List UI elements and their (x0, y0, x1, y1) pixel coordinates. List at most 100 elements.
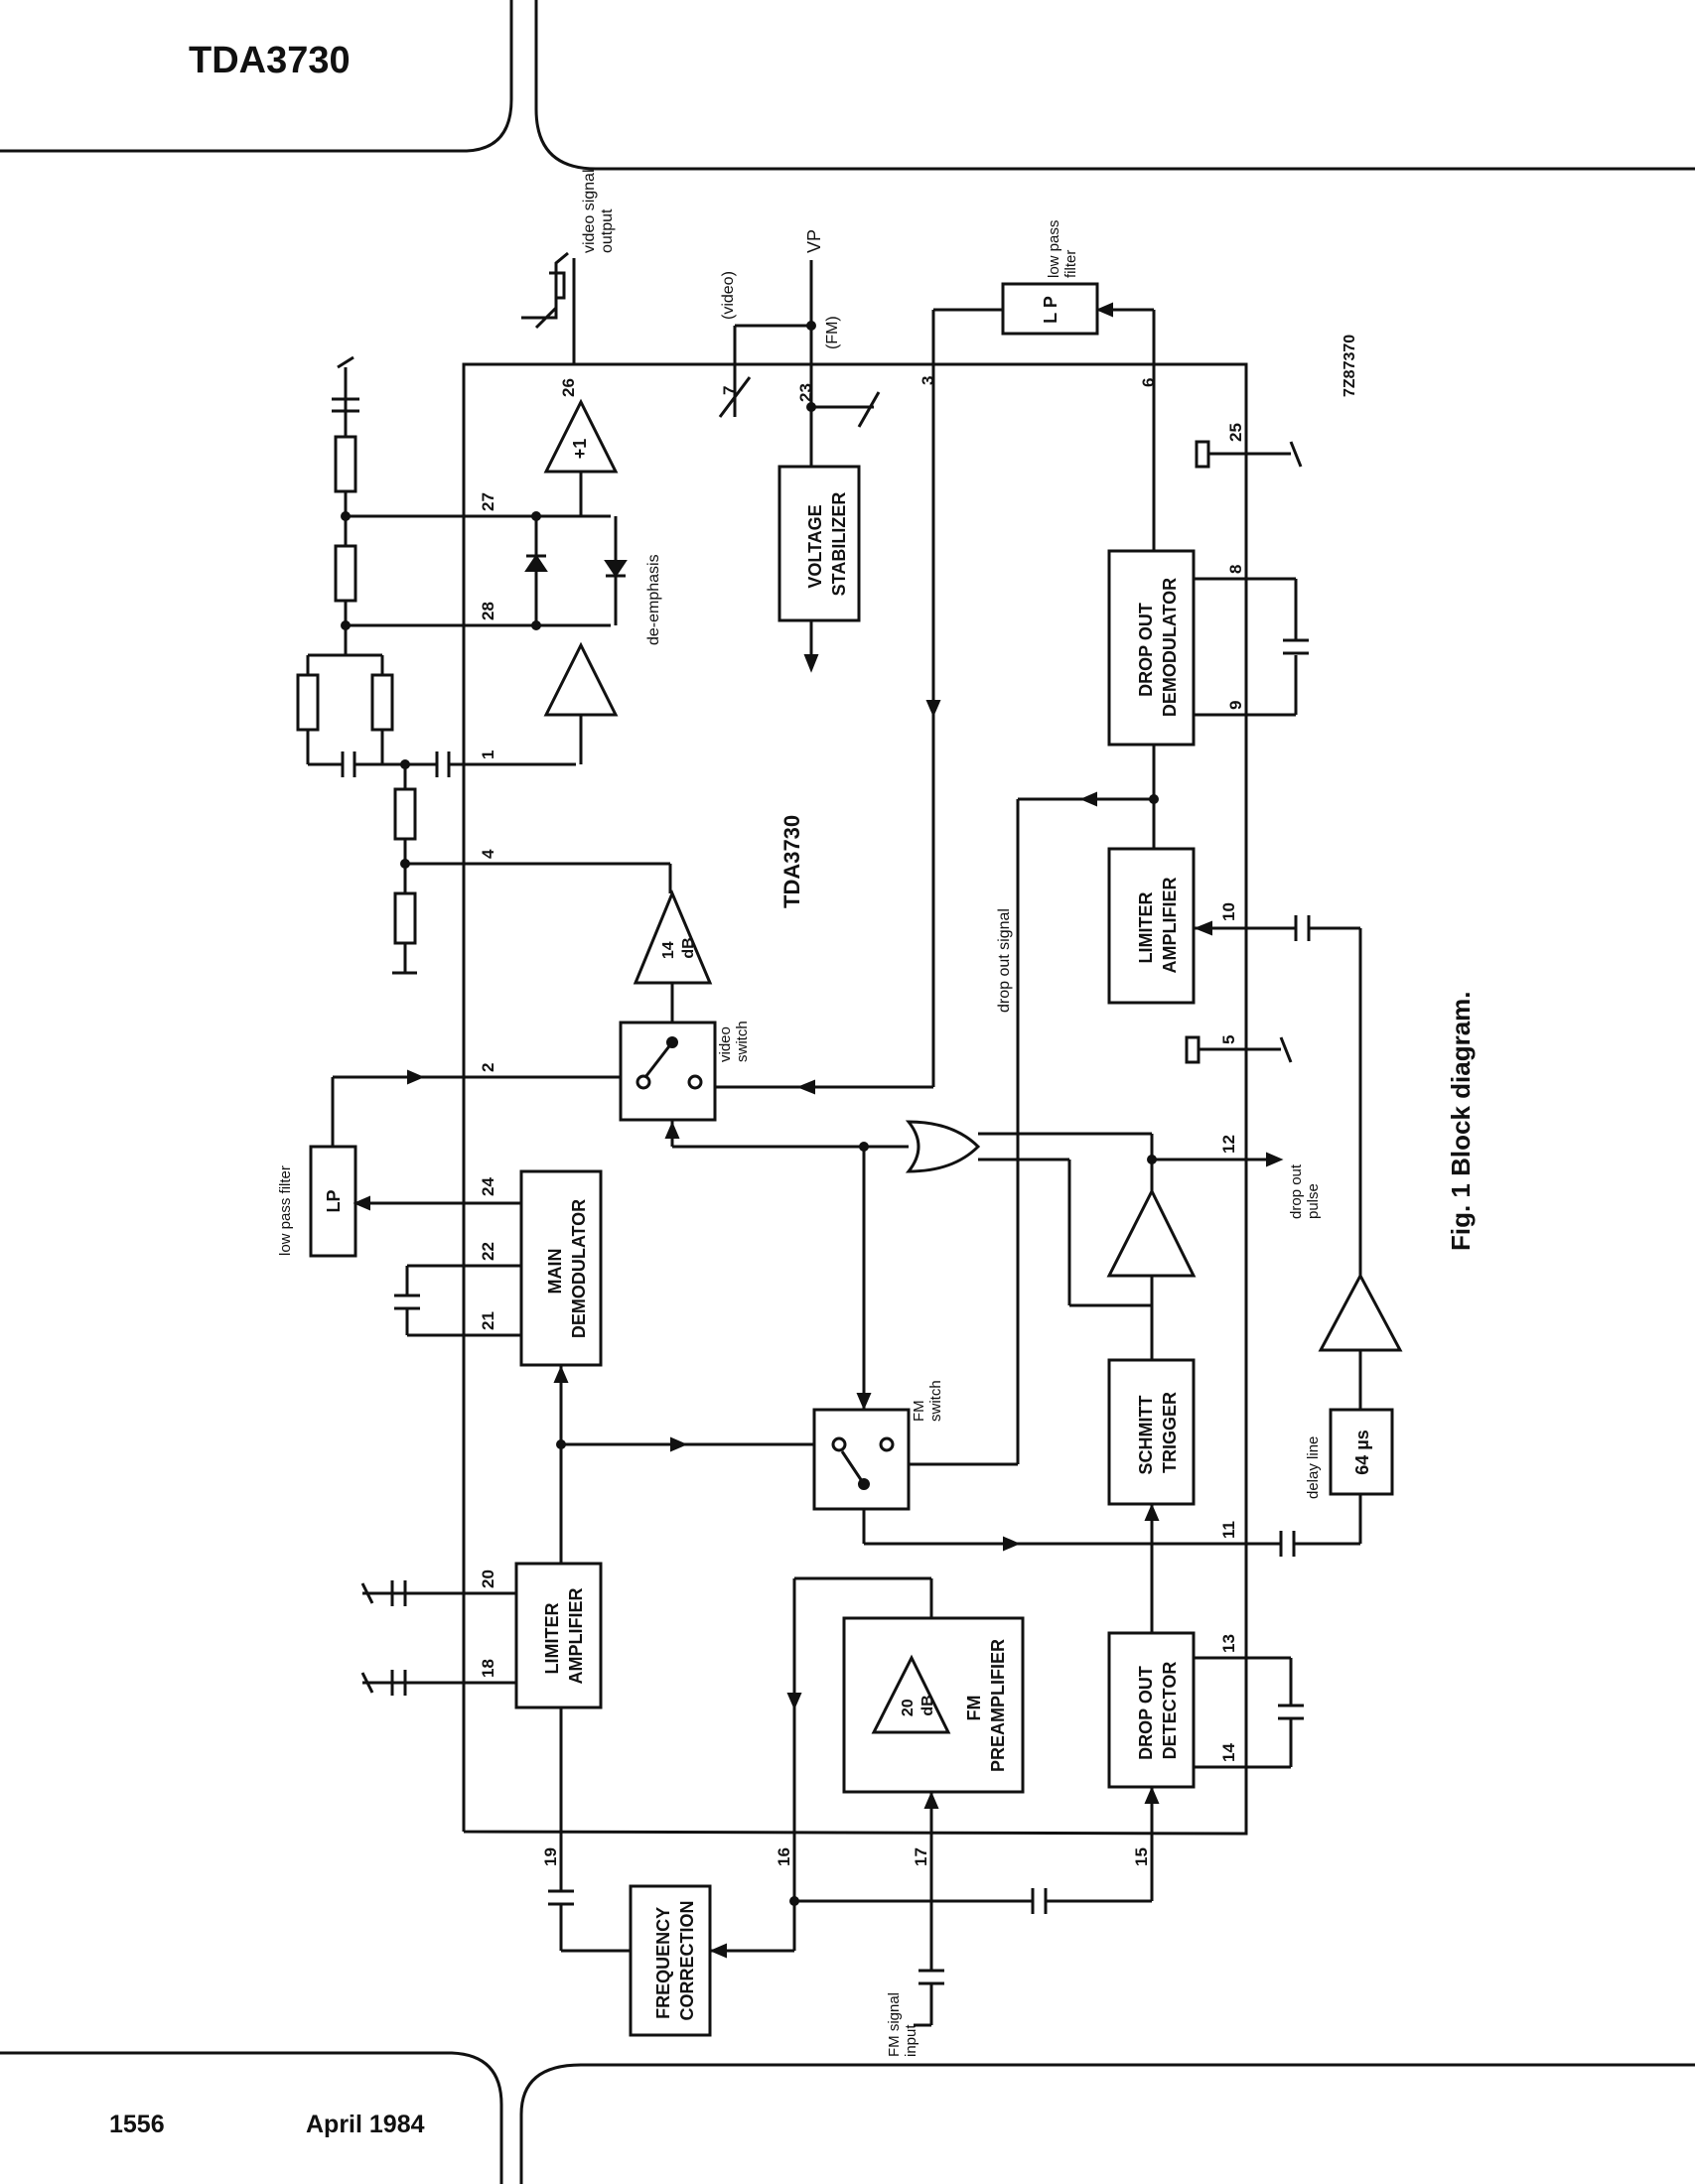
pin-22: 22 (479, 1242, 497, 1261)
annotation-labels: video signal output VP (video) (FM) low … (277, 165, 1476, 2058)
pin-10: 10 (1219, 902, 1238, 921)
header-part-number: TDA3730 (189, 40, 351, 81)
label-limiter-amplifier-left: LIMITER AMPLIFIER (542, 1588, 586, 1685)
fm-switch (812, 1408, 911, 1511)
pin-9: 9 (1226, 701, 1245, 710)
main-demodulator-section (309, 1145, 603, 1564)
label-drop-out-demodulator: DROP OUT DEMODULATOR (1136, 578, 1180, 717)
video-switch-section (331, 889, 864, 1149)
fm-switch-section (556, 1142, 1362, 1557)
pin-26: 26 (559, 378, 578, 397)
vp-supply-section (718, 260, 881, 467)
lp-filter-left (309, 1145, 357, 1258)
delay-line (1329, 1408, 1394, 1496)
drop-out-demodulator-block (1107, 549, 1309, 849)
pin-20: 20 (479, 1570, 497, 1588)
or-gate-section (864, 1120, 1284, 1633)
limiter-amplifier-right-block (1107, 847, 1362, 1276)
label-limiter-amplifier-right: LIMITER AMPLIFIER (1136, 878, 1180, 974)
pin-24: 24 (479, 1177, 497, 1196)
pin-1: 1 (479, 751, 497, 759)
label-video-switch: video switch (717, 1021, 751, 1062)
pin-8: 8 (1226, 565, 1245, 574)
deemphasis-amplifier (543, 641, 619, 717)
footer-page-number: 1556 (109, 2111, 165, 2138)
label-low-pass-filter-top: low pass filter (1046, 215, 1079, 278)
deemphasis-network (296, 355, 672, 975)
label-fm-switch: FM switch (911, 1380, 944, 1422)
pin-15: 15 (1132, 1847, 1151, 1866)
pin-12: 12 (1219, 1135, 1238, 1154)
lp-to-video-switch (713, 364, 941, 1095)
pin-28: 28 (479, 602, 497, 620)
video-switch (619, 1021, 717, 1122)
pin-18: 18 (479, 1659, 497, 1678)
delay-line-section (1318, 1272, 1403, 1496)
chip-label: TDA3730 (779, 815, 804, 908)
label-main-demodulator: MAIN DEMODULATOR (545, 1199, 589, 1338)
label-buffer-gain: +1 (570, 439, 590, 460)
frequency-correction (629, 1884, 712, 2037)
pin-13: 13 (1219, 1634, 1238, 1653)
pin-2: 2 (479, 1063, 497, 1072)
label-lp-left: LP (324, 1189, 344, 1212)
pin-27: 27 (479, 492, 497, 511)
pin-decoupling (1185, 440, 1303, 1064)
footer-date: April 1984 (306, 2111, 425, 2138)
label-vp: VP (804, 229, 824, 253)
label-video-signal-output: video signal output (581, 165, 616, 253)
label-lp-top: L P (1041, 296, 1060, 324)
label-low-pass-filter-left: low pass filter (277, 1165, 294, 1256)
lp-top-section (931, 282, 1156, 551)
diagram-code: 7Z87370 (1342, 335, 1358, 397)
limiter-amplifier-left-block (360, 1562, 631, 1953)
label-fm-signal-input: FM signal input (886, 1988, 919, 2057)
pin-25: 25 (1226, 423, 1245, 442)
label-delay: 64 µs (1352, 1430, 1372, 1474)
fm-preamplifier-block (786, 1576, 1025, 1951)
pin-5: 5 (1219, 1035, 1238, 1044)
frequency-correction-section (629, 1884, 1053, 2037)
label-fm-paren: (FM) (824, 316, 841, 349)
label-fm-preamplifier: FM PREAMPLIFIER (964, 1639, 1008, 1772)
video-output-section (521, 251, 576, 364)
pin-23: 23 (796, 383, 815, 402)
block-labels: VOLTAGE STABILIZER DROP OUT DEMODULATOR … (324, 296, 1372, 2020)
pin-14: 14 (1219, 1743, 1238, 1762)
pin-19: 19 (541, 1847, 560, 1866)
chip-outline (462, 362, 1248, 1836)
label-gain-20: 20 dB (900, 1695, 936, 1716)
pin-numbers: 26 7 23 3 6 25 27 28 8 9 1 4 10 5 2 12 2… (479, 376, 1245, 1866)
pin-3: 3 (918, 376, 937, 385)
lp-filter-top (1001, 282, 1099, 336)
pin-16: 16 (775, 1847, 793, 1866)
pin-11: 11 (1219, 1521, 1238, 1539)
pin-4: 4 (479, 849, 497, 859)
pin-21: 21 (479, 1311, 497, 1330)
figure-caption: Fig. 1 Block diagram. (1446, 991, 1476, 1251)
voltage-stabilizer-block (777, 465, 861, 673)
or-gate (905, 1120, 981, 1173)
label-schmitt-trigger: SCHMITT TRIGGER (1136, 1390, 1180, 1474)
label-gain-14: 14 dB (660, 937, 697, 959)
label-voltage-stabilizer: VOLTAGE STABILIZER (805, 492, 849, 597)
drop-out-signal-line (889, 791, 1159, 1466)
label-de-emphasis: de-emphasis (645, 554, 662, 645)
label-delay-line: delay line (1305, 1436, 1322, 1499)
schmitt-buffer-amplifier (1106, 1187, 1197, 1278)
main-demodulator (519, 1169, 603, 1367)
label-drop-out-detector: DROP OUT DETECTOR (1136, 1661, 1180, 1760)
drop-out-detector-block (1053, 1631, 1304, 1903)
pin-6: 6 (1139, 378, 1158, 387)
pin-17: 17 (912, 1847, 930, 1866)
schmitt-trigger (1107, 1358, 1196, 1506)
buffer-amplifier (543, 398, 619, 474)
pin-7: 7 (720, 386, 739, 395)
label-drop-out-pulse: drop out pulse (1288, 1160, 1322, 1219)
label-frequency-correction: FREQUENCY CORRECTION (653, 1901, 697, 2021)
label-video-paren: (video) (720, 271, 737, 320)
label-drop-out-signal: drop out signal (996, 908, 1013, 1013)
